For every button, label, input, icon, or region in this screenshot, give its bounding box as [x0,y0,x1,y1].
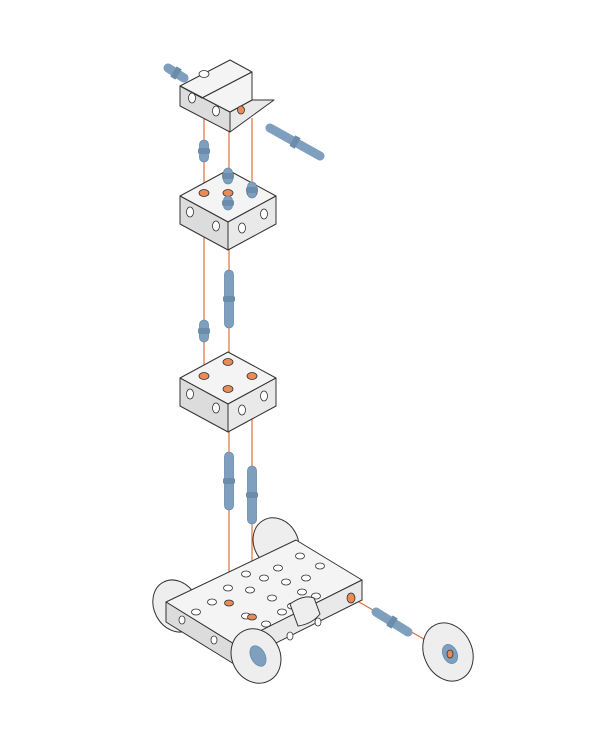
block-hole [222,385,234,393]
chassis-highlight-hole [247,613,257,621]
base-chassis-assembly [152,517,363,684]
connector-peg [223,451,235,511]
middle-block-holes [186,358,268,416]
middle-cube-block [179,351,277,433]
chassis-hole [273,564,283,572]
front-right-wheel [289,596,321,627]
chassis-highlight-hole [224,599,234,607]
chassis-side-hole [314,617,322,627]
connector-peg [371,607,413,637]
chassis-hole [223,584,233,592]
block-hole [188,92,196,104]
block-hole [212,105,220,117]
block-hole [238,222,246,234]
chassis-hole [259,574,269,582]
block-hole [212,402,220,414]
block-hole [212,220,220,232]
bracket-holes [188,70,245,117]
connector-peg [198,319,210,343]
connector-peg [246,181,258,199]
connector-peg [265,123,325,161]
chassis-front-hole [178,615,186,625]
block-hole [260,208,268,220]
connector-peg [222,195,234,211]
bracket-highlight-hole [237,105,245,115]
block-hole [198,70,210,78]
block-hole [222,189,234,197]
chassis-hole [241,570,251,578]
chassis-hole [301,574,311,582]
detached-wheel [422,622,474,682]
block-hole [186,388,194,400]
chassis-holes [178,552,325,645]
chassis-hole [281,578,291,586]
chassis-hole [295,552,305,560]
chassis-hole [191,608,201,616]
block-hole [222,358,234,366]
connector-peg [222,167,234,185]
chassis-front-hole [210,635,218,645]
chassis-hole [261,620,271,628]
chassis-side-hole [286,631,294,641]
block-hole [260,390,268,402]
front-left-wheel [230,628,282,684]
block-hole [198,372,210,380]
block-hole [238,404,246,416]
chassis-hole [267,594,277,602]
top-angle-bracket [179,59,275,133]
chassis-hole [297,588,307,596]
chassis-hole [315,562,325,570]
connector-peg [246,465,258,525]
chassis-hole [245,586,255,594]
block-hole [186,206,194,218]
connector-peg [198,139,210,163]
block-hole [246,372,258,380]
chassis-side-hole [346,592,356,604]
chassis-hole [277,608,287,616]
block-hole [198,189,210,197]
connector-pegs [163,63,413,637]
connector-peg [223,269,235,329]
connector-peg [163,63,189,83]
chassis-hole [207,598,217,606]
